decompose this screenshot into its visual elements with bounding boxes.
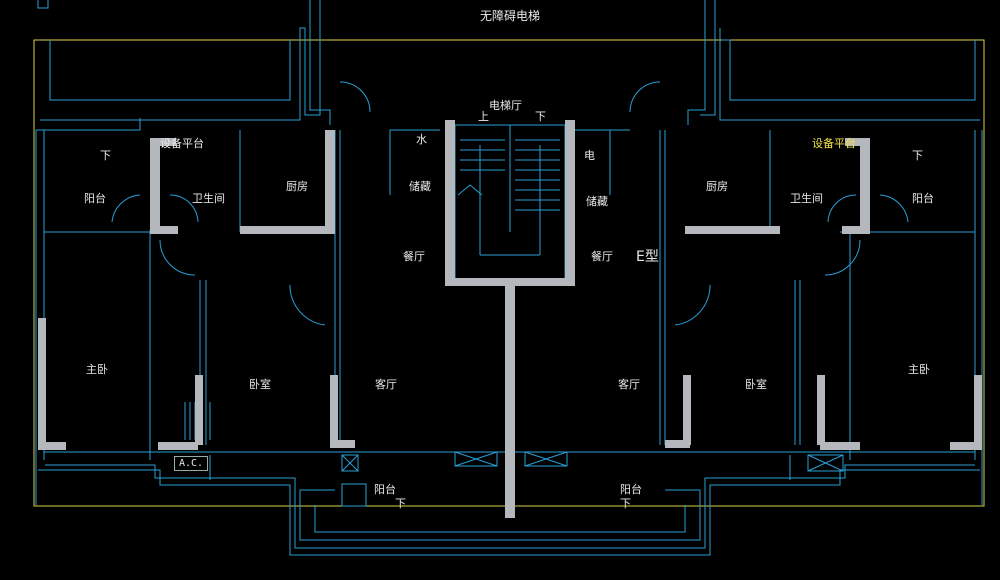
right-balcony-south: 阳台 (620, 483, 642, 496)
left-kitchen: 厨房 (286, 180, 308, 193)
left-balcony-south-down: 下 (395, 497, 406, 510)
stair-down-label: 下 (535, 110, 546, 123)
left-living: 客厅 (375, 378, 397, 391)
stair-up-label: 上 (478, 110, 489, 123)
water-label: 水 (416, 133, 427, 146)
exterior-walls (35, 0, 983, 556)
right-bathroom: 卫生间 (790, 192, 823, 205)
electric-label: 电 (584, 149, 595, 162)
right-dining: 餐厅 (591, 250, 613, 263)
unit-type-label: E型 (636, 249, 659, 265)
elevator-hall-label: 电梯厅 (489, 99, 522, 112)
left-dining: 餐厅 (403, 250, 425, 263)
left-balcony-north: 阳台 (84, 192, 106, 205)
drawing-title: 无障碍电梯 (480, 9, 541, 23)
right-living: 客厅 (618, 378, 640, 391)
right-storage: 储藏 (586, 195, 608, 208)
left-equipment-platform: 设备平台 (160, 137, 204, 150)
right-kitchen: 厨房 (706, 180, 728, 193)
left-storage: 储藏 (409, 180, 431, 193)
left-master-bedroom: 主卧 (86, 363, 108, 376)
right-balcony-north-down: 下 (912, 149, 923, 162)
structural-walls (38, 120, 982, 518)
right-bedroom: 卧室 (745, 378, 767, 391)
right-balcony-south-down: 下 (620, 497, 631, 510)
left-bedroom: 卧室 (249, 378, 271, 391)
right-balcony-north: 阳台 (912, 192, 934, 205)
left-ac-unit: A.C. (174, 456, 209, 471)
left-bathroom: 卫生间 (192, 192, 225, 205)
right-equipment-platform: 设备平台 (812, 137, 856, 150)
right-master-bedroom: 主卧 (908, 363, 930, 376)
left-balcony-north-down: 下 (100, 149, 111, 162)
left-balcony-south: 阳台 (374, 483, 396, 496)
